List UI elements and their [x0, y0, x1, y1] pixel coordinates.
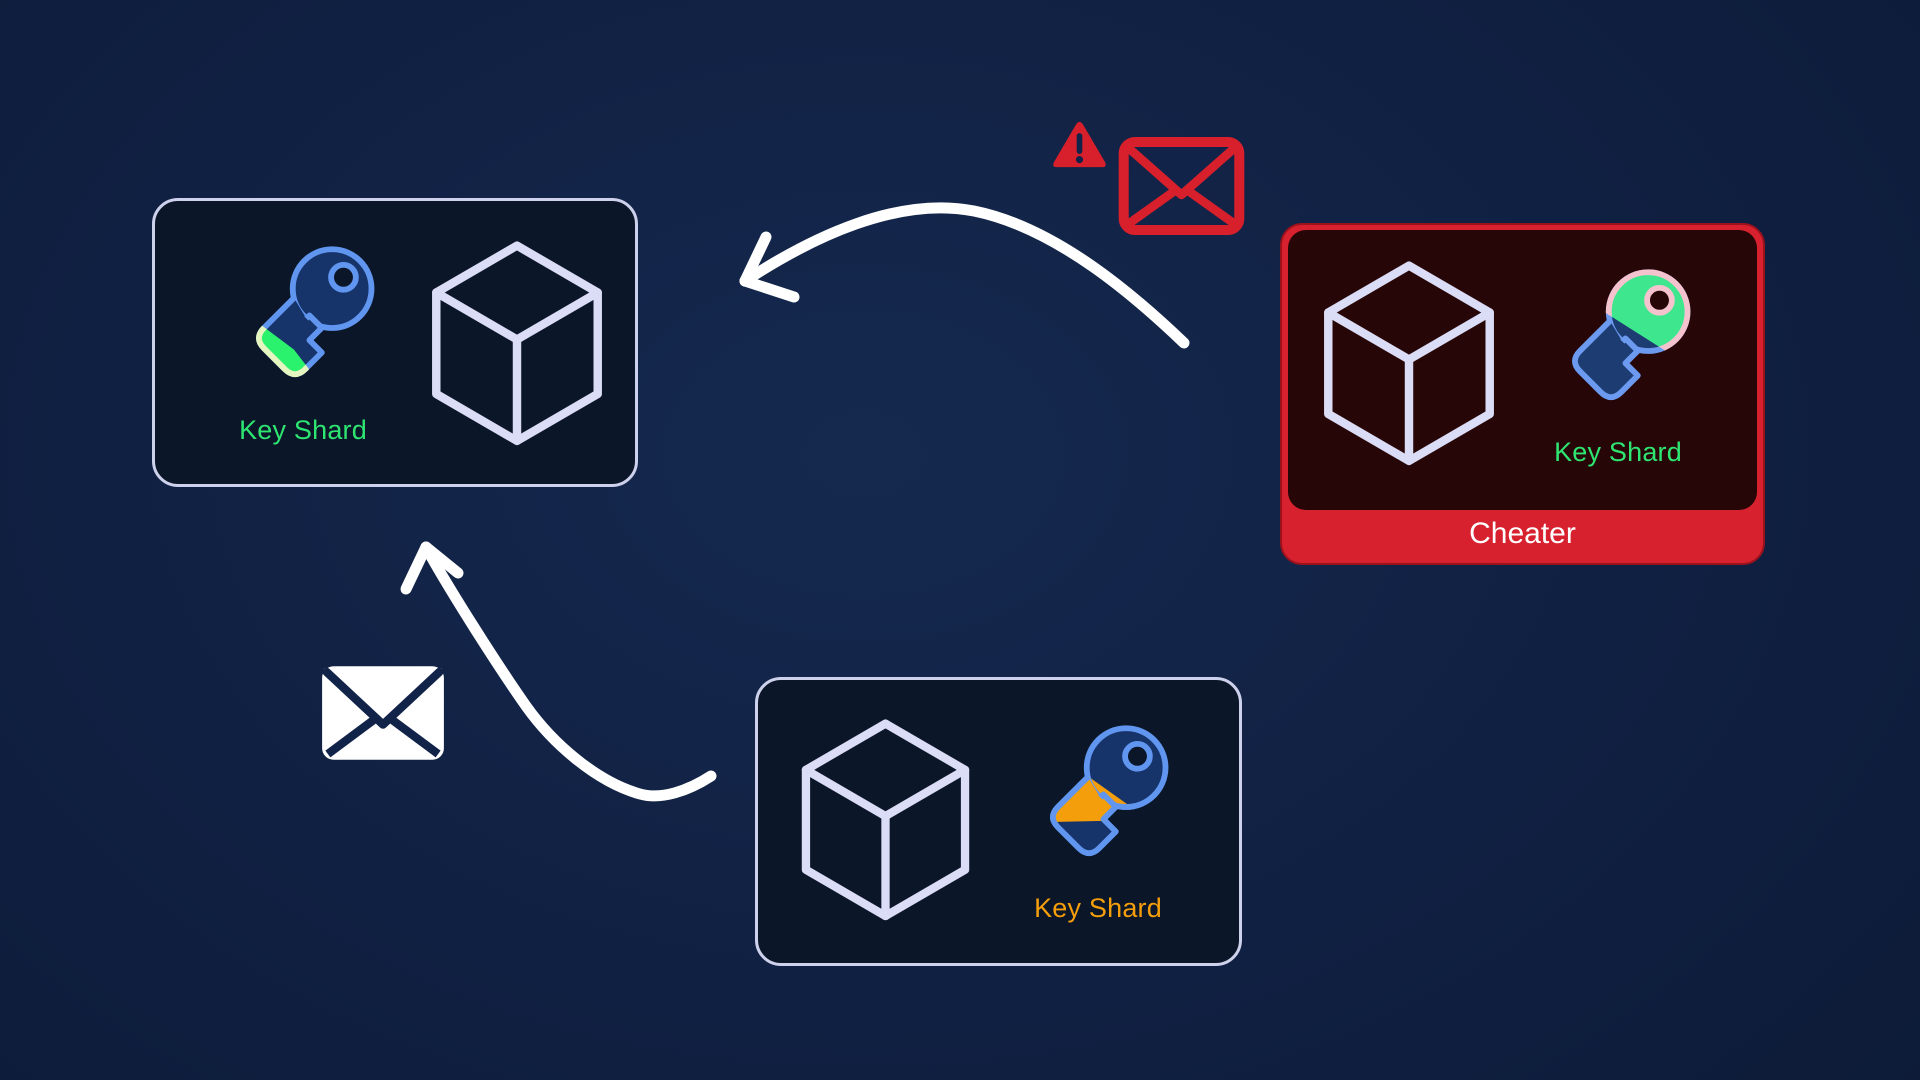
cube-icon	[432, 241, 602, 446]
node-cheater: Key Shard Cheater	[1280, 223, 1765, 565]
key-icon	[256, 246, 375, 378]
key-icon	[1572, 269, 1691, 401]
key-shard-label: Key Shard	[1034, 893, 1162, 923]
node-receiver: Key Shard	[152, 198, 638, 487]
cheater-banner: Cheater	[1282, 505, 1763, 563]
cube-icon	[1324, 261, 1494, 466]
key-shard-label: Key Shard	[239, 415, 367, 445]
cube-icon	[801, 719, 970, 921]
envelope-icon	[322, 666, 444, 760]
node-sender: Key Shard	[755, 677, 1242, 966]
warning-triangle-icon	[1053, 121, 1106, 168]
curved-arrow-top	[739, 202, 1190, 349]
cheater-panel: Key Shard	[1288, 230, 1757, 510]
key-icon	[1050, 725, 1169, 857]
cheater-banner-label: Cheater	[1469, 517, 1576, 550]
alert-envelope-icon	[1118, 137, 1245, 235]
key-shard-label: Key Shard	[1554, 437, 1682, 467]
curved-arrow-bottom	[400, 541, 717, 802]
